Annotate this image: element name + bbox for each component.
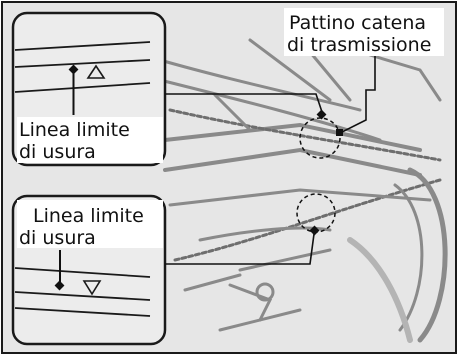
top-inset: Linea limite di usura [11, 11, 167, 167]
bottom-inset: Linea limite di usura [11, 194, 167, 346]
slider-leader-line [339, 56, 376, 134]
slider-pointer-dot [336, 129, 343, 136]
bottom-inset-pointer-dot [309, 225, 320, 236]
bottom-inset-leader-line [165, 233, 315, 265]
motorcycle-photo [158, 38, 448, 343]
top-inset-leader-line [165, 93, 323, 113]
wear-limit-label-bg-top [17, 117, 163, 163]
wear-limit-label-top-line1: Linea limite [19, 119, 130, 141]
triangle-down-icon [82, 280, 102, 296]
wear-limit-label-top-line2: di usura [19, 141, 96, 163]
wear-limit-label-bg-bottom [17, 200, 163, 248]
wear-limit-label-bottom-line1: Linea limite [33, 205, 144, 227]
triangle-up-icon [86, 64, 106, 79]
wear-limit-label-bottom-line2: di usura [19, 227, 96, 249]
slider-label-line1: Pattino catena [289, 12, 426, 34]
wear-limit-pointer-top [68, 64, 79, 75]
dashed-circle-icon [299, 117, 341, 159]
slider-label-line2: di trasmissione [287, 34, 431, 56]
slider-label-box [284, 8, 444, 56]
